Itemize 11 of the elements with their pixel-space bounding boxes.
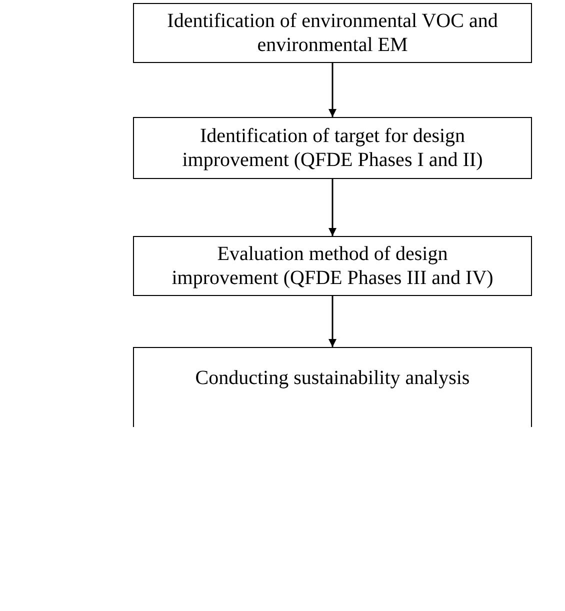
- step-text: Conducting sustainability analysis: [195, 366, 470, 390]
- step-text: Evaluation method of design improvement (QFDE Phases III and IV): [170, 242, 494, 290]
- arrow: [328, 179, 336, 236]
- arrow: [328, 63, 336, 117]
- process-box: [133, 347, 532, 427]
- process-box: [133, 117, 532, 179]
- step-text: Identification of target for design improvement (QFDE Phases I and II): [181, 124, 484, 172]
- process-box: [133, 236, 532, 296]
- arrow: [328, 296, 336, 347]
- step-text: Identification of environmental VOC and environmental EM: [166, 8, 499, 58]
- process-box: [133, 3, 532, 63]
